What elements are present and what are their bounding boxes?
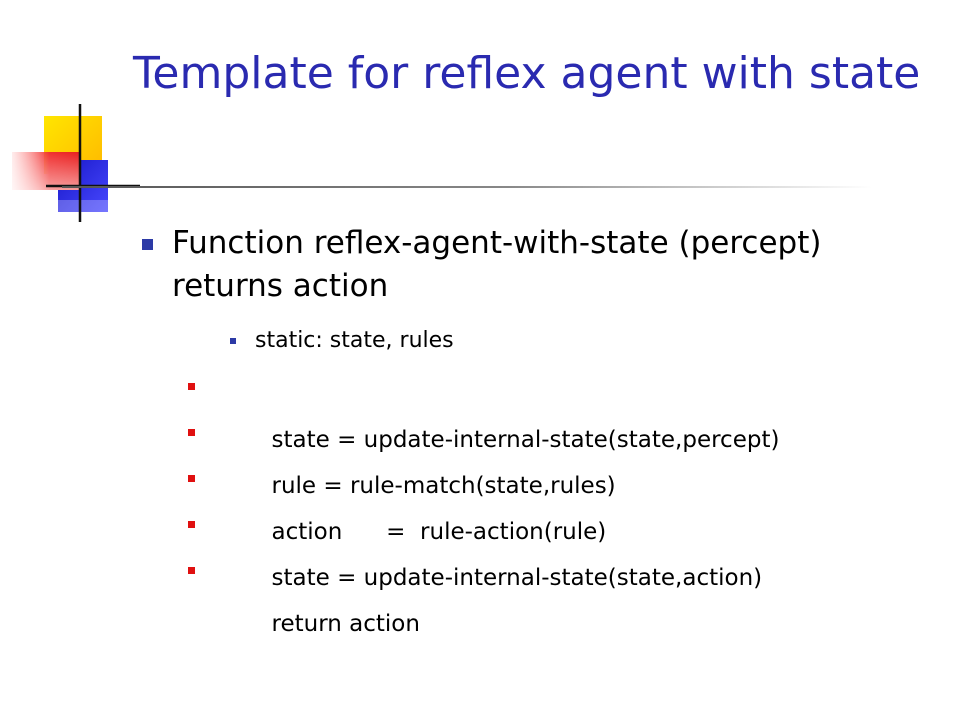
slide-content: Function reflex-agent-with-state (percep… (140, 222, 930, 637)
sub-bullet-item: static: state, rules (230, 328, 930, 354)
statement-text: state = update-internal-state(state,perc… (271, 427, 780, 454)
red-square-bullet-icon (188, 566, 195, 574)
slide-title: Template for reflex agent with state (133, 48, 921, 99)
red-square-bullet-icon (188, 520, 195, 528)
statement-item: state = update-internal-state(state,perc… (186, 372, 930, 453)
statement-item: return action (186, 556, 930, 637)
main-bullet-item: Function reflex-agent-with-state (percep… (140, 222, 930, 308)
statement-text: state = update-internal-state(state,acti… (271, 565, 763, 592)
square-bullet-icon (142, 239, 153, 250)
statement-text: return action (271, 611, 420, 638)
title-divider (62, 186, 872, 188)
red-square-bullet-icon (188, 474, 195, 482)
statement-text: rule = rule-match(state,rules) (271, 473, 616, 500)
statement-item: state = update-internal-state(state,acti… (186, 510, 930, 591)
sub-bullet-text: static: state, rules (255, 327, 454, 353)
red-square-bullet-icon (188, 382, 195, 390)
statement-item: rule = rule-match(state,rules) (186, 418, 930, 499)
decorative-squares-logo-icon (12, 104, 140, 222)
statement-item: action = rule-action(rule) (186, 464, 930, 545)
red-square-bullet-icon (188, 428, 195, 436)
square-bullet-icon (230, 337, 236, 344)
main-bullet-text: Function reflex-agent-with-state (percep… (172, 225, 822, 304)
statement-text: action = rule-action(rule) (271, 519, 607, 546)
statement-list: state = update-internal-state(state,perc… (140, 372, 930, 637)
